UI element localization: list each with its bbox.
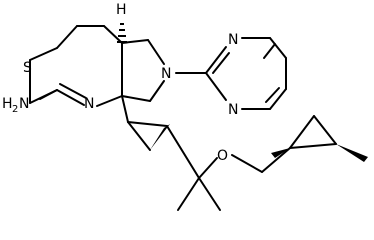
sulfur-label: S	[23, 60, 32, 76]
bond	[121, 95, 151, 102]
pyrrolidine-nitrogen-label: N	[161, 66, 171, 82]
bond	[166, 125, 200, 179]
bond	[127, 121, 168, 127]
bond	[205, 72, 227, 101]
bond	[198, 157, 218, 179]
bond	[59, 83, 87, 99]
bond	[56, 25, 78, 49]
chemical-structure: S N N H 2 N N N O H	[2, 2, 368, 211]
bond	[269, 37, 287, 59]
bond	[39, 89, 58, 100]
bond	[289, 115, 315, 149]
bond	[96, 95, 123, 107]
bond	[177, 177, 200, 211]
bond	[313, 115, 337, 145]
amine-subscript-label: 2	[12, 104, 18, 115]
stereo-hydrogen-label: H	[116, 2, 127, 18]
hash-bonds	[117, 23, 127, 43]
bond	[121, 95, 129, 123]
pyrimidine-nitrogen-top-label: N	[228, 32, 238, 48]
bond	[29, 47, 58, 61]
amine-nitrogen-label: N	[19, 96, 29, 112]
wedge-bonds	[150, 124, 368, 162]
bond	[205, 46, 227, 74]
wedge-bond	[150, 124, 170, 150]
bond	[212, 52, 230, 74]
bond	[127, 121, 151, 151]
bond	[56, 89, 85, 106]
bond	[289, 143, 337, 149]
wedge-bond	[336, 144, 368, 162]
wedge-bond	[271, 148, 290, 158]
bond	[103, 25, 123, 44]
bond	[265, 87, 280, 103]
bond	[263, 43, 276, 59]
bond	[261, 147, 291, 173]
bond	[269, 88, 287, 110]
atom-labels: S N N H 2 N N N O H	[2, 2, 238, 164]
amine-hydrogen-label: H	[2, 96, 13, 112]
ether-oxygen-label: O	[217, 148, 228, 164]
bond	[198, 177, 221, 211]
bond-network	[29, 25, 337, 211]
bond	[149, 80, 165, 102]
pyrimidine-nitrogen-bottom-label: N	[228, 102, 238, 118]
thiazine-nitrogen-label: N	[84, 96, 94, 112]
molecule-drawing: S N N H 2 N N N O H	[2, 2, 368, 211]
bond	[147, 39, 165, 65]
bond	[231, 154, 263, 173]
